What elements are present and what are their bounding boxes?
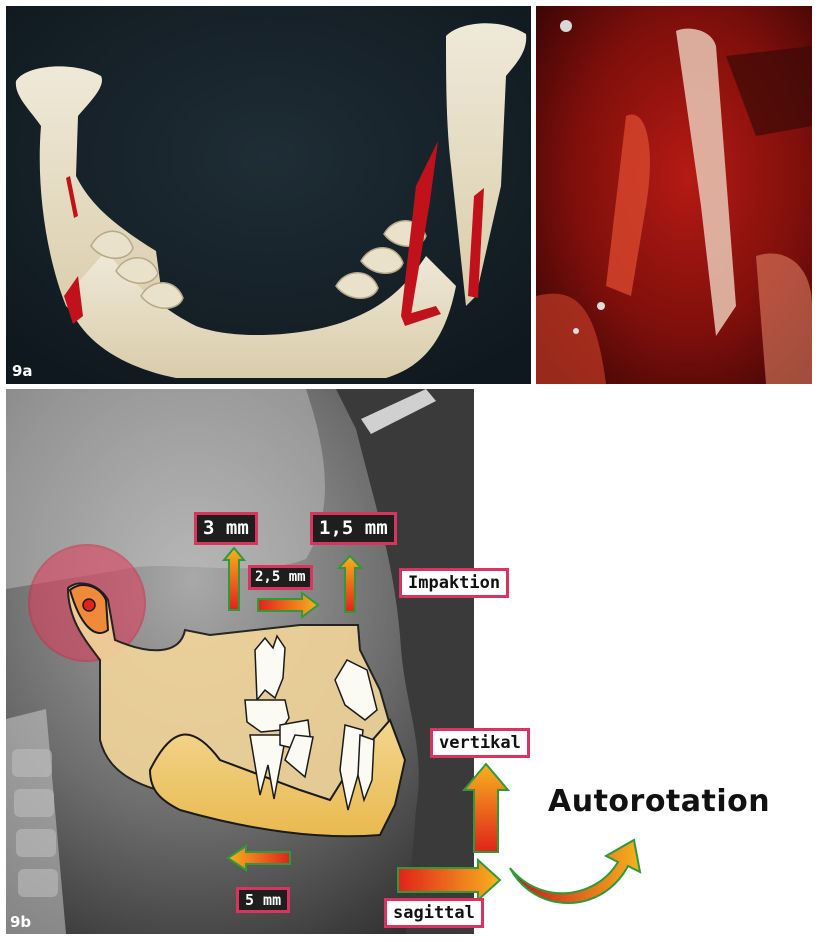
label-impaktion: Impaktion bbox=[399, 568, 509, 598]
condyle-point bbox=[83, 599, 95, 611]
label-vertikal: vertikal bbox=[430, 728, 530, 758]
label-1-5mm: 1,5 mm bbox=[310, 512, 397, 545]
arrow-up-1-5mm bbox=[339, 556, 361, 612]
label-5mm: 5 mm bbox=[236, 887, 290, 913]
arrow-vertical bbox=[464, 764, 508, 852]
label-sagittal: sagittal bbox=[384, 898, 484, 928]
label-autorotation: Autorotation bbox=[548, 784, 770, 819]
arrow-right-2-5mm bbox=[258, 593, 318, 617]
arrow-sagittal bbox=[398, 860, 500, 900]
arrow-left-5mm bbox=[228, 846, 290, 870]
autorotation-arrow bbox=[510, 840, 640, 903]
label-3mm: 3 mm bbox=[194, 512, 258, 545]
arrow-up-3mm bbox=[224, 548, 244, 610]
label-2-5mm: 2,5 mm bbox=[248, 565, 313, 590]
